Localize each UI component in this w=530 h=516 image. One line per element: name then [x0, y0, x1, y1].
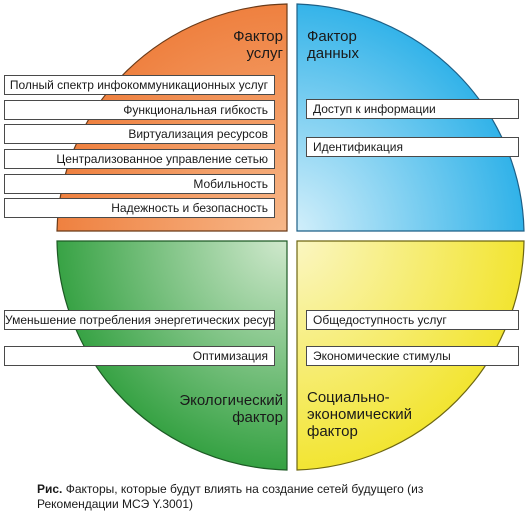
socio-item: Экономические стимулы — [306, 346, 519, 366]
ecology-factor-title: Экологический фактор — [179, 392, 283, 426]
services-item: Централизованное управление сетью — [4, 149, 275, 169]
caption-text: Факторы, которые будут влиять на создани… — [37, 482, 424, 511]
data-item: Доступ к информации — [306, 99, 519, 119]
ecology-item: Уменьшение потребления энергетических ре… — [4, 310, 275, 330]
data-item: Идентификация — [306, 137, 519, 157]
figure-caption: Рис. Факторы, которые будут влиять на со… — [37, 482, 507, 512]
services-factor-title: Фактор услуг — [233, 28, 283, 62]
services-item: Полный спектр инфокоммуникационных услуг — [4, 75, 275, 95]
data-factor-title: Фактор данных — [307, 28, 359, 62]
services-item: Надежность и безопасность — [4, 198, 275, 218]
services-item: Функциональная гибкость — [4, 100, 275, 120]
ecology-item: Оптимизация — [4, 346, 275, 366]
caption-prefix: Рис. — [37, 482, 63, 496]
socio-economic-factor-title: Социально- экономический фактор — [307, 389, 413, 440]
socio-item: Общедоступность услуг — [306, 310, 519, 330]
services-item: Виртуализация ресурсов — [4, 124, 275, 144]
services-item: Мобильность — [4, 174, 275, 194]
